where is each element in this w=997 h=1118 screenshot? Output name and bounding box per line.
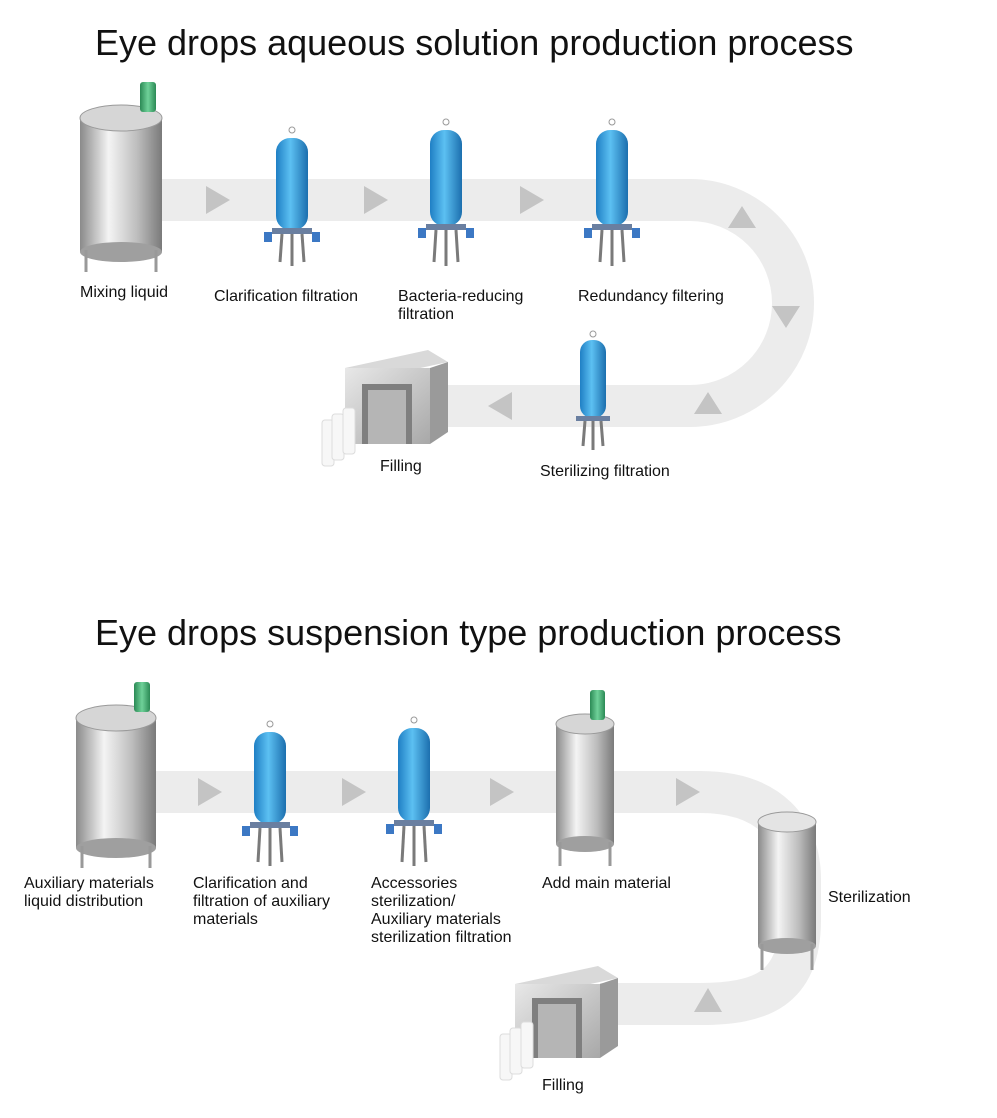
filter-housing-redundancy <box>584 118 640 266</box>
filter-housing-clarification <box>264 126 320 266</box>
auxiliary-tank <box>75 682 157 868</box>
step-label-filling: Filling <box>380 458 422 475</box>
pipe-aqueous <box>150 179 814 427</box>
mixing-tank <box>79 82 163 272</box>
step-label-redundancy-filtering: Redundancy filtering <box>578 288 724 305</box>
step-label-auxiliary-distribution: Auxiliary materials liquid distribution <box>24 875 154 910</box>
sterilization-tank <box>757 811 817 970</box>
flow-arrow <box>198 778 222 806</box>
flow-arrow <box>490 778 514 806</box>
filling-station-suspension <box>499 966 618 1081</box>
flow-arrows-suspension <box>198 778 722 1012</box>
flow-arrow <box>694 392 722 414</box>
step-label-filling-suspension: Filling <box>542 1077 584 1094</box>
step-label-add-main-material: Add main material <box>542 875 671 892</box>
step-label-sterilization: Sterilization <box>828 889 911 906</box>
flow-arrow <box>364 186 388 214</box>
diagram-title-aqueous: Eye drops aqueous solution production pr… <box>95 22 854 63</box>
filter-housing-bacteria <box>418 118 474 266</box>
main-material-tank <box>555 690 615 866</box>
flow-arrow <box>520 186 544 214</box>
step-label-clarification-filtration: Clarification filtration <box>214 288 359 305</box>
filter-housing-sterilizing <box>576 330 610 450</box>
step-label-sterilizing-filtration: Sterilizing filtration <box>540 463 670 480</box>
step-label-clarification-auxiliary: Clarification and filtration of auxiliar… <box>193 875 330 928</box>
flow-arrow <box>772 306 800 328</box>
filter-housing-accessories <box>386 716 442 866</box>
filter-housing-clarification-auxiliary <box>242 720 298 866</box>
step-label-accessories-sterilization: Accessories sterilization/ Auxiliary mat… <box>371 875 512 946</box>
flow-arrows-aqueous <box>206 186 800 420</box>
step-label-bacteria-reducing-filtration: Bacteria-reducing filtration <box>398 288 524 323</box>
diagram-title-suspension: Eye drops suspension type production pro… <box>95 612 842 653</box>
flow-arrow <box>694 988 722 1012</box>
flow-arrow <box>728 206 756 228</box>
flow-arrow <box>676 778 700 806</box>
flow-arrow <box>206 186 230 214</box>
step-label-mixing-liquid: Mixing liquid <box>80 284 169 301</box>
flow-arrow <box>488 392 512 420</box>
filling-station <box>321 350 448 467</box>
flow-arrow <box>342 778 366 806</box>
